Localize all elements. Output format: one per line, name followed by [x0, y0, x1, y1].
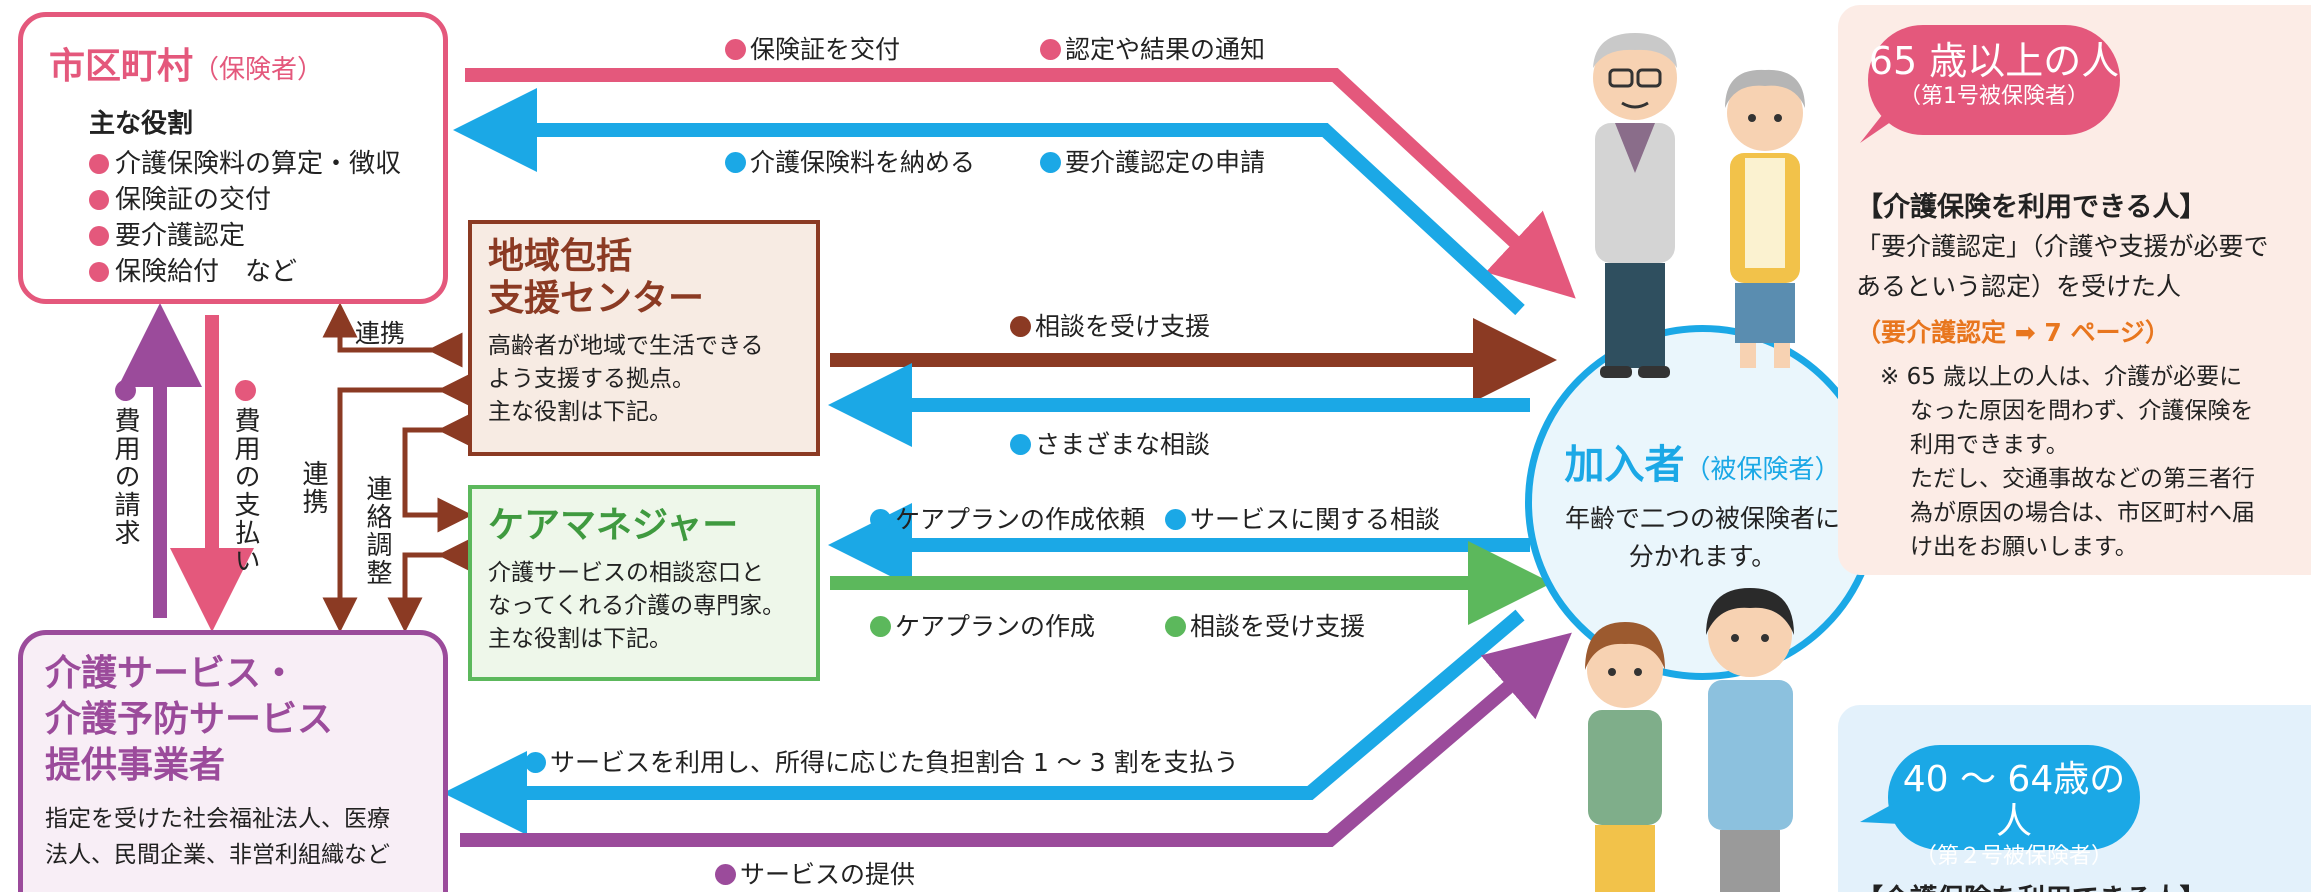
roles-list: 介護保険料の算定・徴収 保険証の交付 要介護認定 保険給付 など [89, 146, 417, 290]
arrow-blue-payment [453, 88, 1525, 316]
label-center-support: 相談を受け支援 [1010, 307, 1210, 343]
young-panel: 40 ～ 64歳の人 （第２号被保険者） 【介護保険を利用できる人】 [1838, 705, 2311, 892]
senior-heading: 【介護保険を利用できる人】 [1856, 192, 2207, 223]
label-pay-premium: 介護保険料を納める [725, 143, 975, 179]
arrow-blue-pay-service [443, 609, 1525, 835]
arrow-pink-issue [465, 68, 1576, 299]
provider-desc: 指定を受けた社会福祉法人、医療 法人、民間企業、非営利組織など [45, 806, 390, 868]
insured-desc: 年齢で二つの被保険者に 分かれます。 [1564, 504, 1840, 571]
label-apply: 要介護認定の申請 [1040, 143, 1265, 179]
support-center-box: 地域包括 支援センター 高齢者が地域で生活できる よう支援する拠点。 主な役割は… [468, 220, 820, 456]
label-renkei-top: 連携 [355, 319, 406, 348]
young-heading-partial: 【介護保険を利用できる人】 [1856, 877, 2206, 892]
municipality-title: 市区町村（保険者） [49, 46, 324, 87]
center-title: 地域包括 支援センター [488, 236, 705, 319]
care-manager-desc: 介護サービスの相談窓口と なってくれる介護の専門家。 主な役割は下記。 [488, 560, 786, 652]
label-claim: 費用の請求 [110, 380, 140, 547]
label-pay-service: サービスを利用し、所得に応じた負担割合 1 ～ 3 割を支払う [525, 743, 1239, 779]
center-desc: 高齢者が地域で生活できる よう支援する拠点。 主な役割は下記。 [488, 333, 764, 425]
label-plan-create: ケアプランの作成 [870, 607, 1095, 643]
young-bubble-tail [1860, 800, 1900, 824]
label-issue-card: 保険証を交付 [725, 30, 900, 66]
senior-ref-link[interactable]: （要介護認定 ➡ 7 ページ） [1856, 318, 2170, 347]
label-cm-support: 相談を受け支援 [1165, 607, 1365, 643]
municipality-box: 市区町村（保険者） 主な役割 介護保険料の算定・徴収 保険証の交付 要介護認定 … [18, 12, 448, 304]
young-people-illustration [1585, 588, 1794, 892]
role-item: 保険証の交付 [89, 182, 417, 218]
senior-panel: 65 歳以上の人 （第1号被保険者） 【介護保険を利用できる人】 「要介護認定」… [1838, 5, 2311, 575]
role-item: 保険給付 など [89, 254, 417, 290]
provider-box: 介護サービス・ 介護予防サービス 提供事業者 指定を受けた社会福祉法人、医療 法… [18, 630, 448, 892]
senior-note: ※ 65 歳以上の人は、介護が必要に なった原因を問わず、介護保険を 利用できま… [1880, 364, 2255, 560]
label-provide-service: サービスの提供 [715, 855, 915, 891]
label-pay-cost: 費用の支払い [230, 380, 260, 575]
label-renkei-vertical: 連携 [298, 460, 328, 516]
senior-bubble: 65 歳以上の人 （第1号被保険者） [1868, 25, 2120, 135]
role-item: 要介護認定 [89, 218, 417, 254]
elderly-people-illustration [1593, 33, 1805, 378]
care-manager-box: ケアマネジャー 介護サービスの相談窓口と なってくれる介護の専門家。 主な役割は… [468, 485, 820, 681]
role-item: 介護保険料の算定・徴収 [89, 146, 417, 182]
insured-title: 加入者（被保険者） [1564, 442, 1841, 488]
arrow-brown-renkei-top [322, 302, 463, 368]
senior-bubble-tail [1860, 105, 1898, 143]
label-notify: 認定や結果の通知 [1040, 30, 1265, 66]
provider-title: 介護サービス・ 介護予防サービス 提供事業者 [45, 653, 334, 786]
arrow-brown-renraku [402, 412, 473, 533]
arrow-purple-provide [460, 632, 1572, 847]
senior-text: 「要介護認定」（介護や支援が必要で あるという認定）を受けた人 [1856, 232, 2269, 301]
care-manager-title: ケアマネジャー [488, 505, 739, 546]
label-plan-request: ケアプランの作成依頼 [870, 500, 1145, 536]
roles-heading: 主な役割 [89, 109, 194, 139]
label-renraku: 連絡調整 [362, 475, 392, 587]
young-bubble: 40 ～ 64歳の人 （第２号被保険者） [1888, 745, 2140, 869]
arrow-brown-renraku-2 [387, 537, 473, 633]
label-service-consult: サービスに関する相談 [1165, 500, 1440, 536]
arrow-brown-renkei-side [322, 372, 473, 633]
label-center-consult: さまざまな相談 [1010, 425, 1210, 461]
